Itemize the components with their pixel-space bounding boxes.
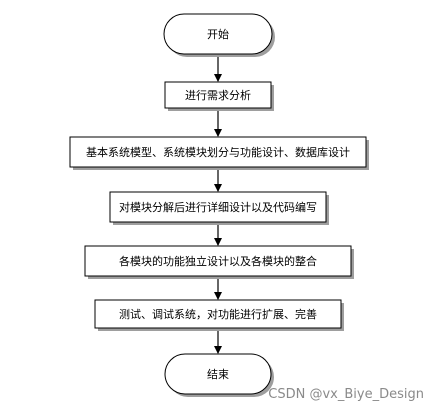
watermark-text: CSDN @vx_Biye_Design [268,387,424,402]
node-step4-label: 各模块的功能独立设计以及各模块的整合 [119,254,317,268]
node-end-label: 结束 [207,368,229,381]
node-step1: 进行需求分析 [164,81,274,111]
node-start-label: 开始 [207,27,229,41]
node-step3-label: 对模块分解后进行详细设计以及代码编写 [119,200,317,214]
node-step4-box [84,245,352,277]
node-step5: 测试、调试系统，对功能进行扩展、完善 [94,299,344,331]
node-start: 开始 [163,13,275,57]
node-step3: 对模块分解后进行详细设计以及代码编写 [109,191,329,225]
node-step4: 各模块的功能独立设计以及各模块的整合 [84,245,354,279]
node-step2: 基本系统模型、系统模块划分与功能设计、数据库设计 [69,136,369,170]
node-step3-box [109,191,327,223]
node-step1-label: 进行需求分析 [185,88,251,102]
node-end-terminal [164,353,272,395]
node-start-terminal [163,13,273,55]
flowchart-nodes: 开始进行需求分析基本系统模型、系统模块划分与功能设计、数据库设计对模块分解后进行… [69,13,369,397]
node-step2-label: 基本系统模型、系统模块划分与功能设计、数据库设计 [86,145,350,159]
node-end: 结束 [164,353,274,397]
node-step5-label: 测试、调试系统，对功能进行扩展、完善 [119,307,317,321]
node-step1-box [164,81,272,109]
node-step2-box [69,136,367,168]
node-step5-box [94,299,342,329]
